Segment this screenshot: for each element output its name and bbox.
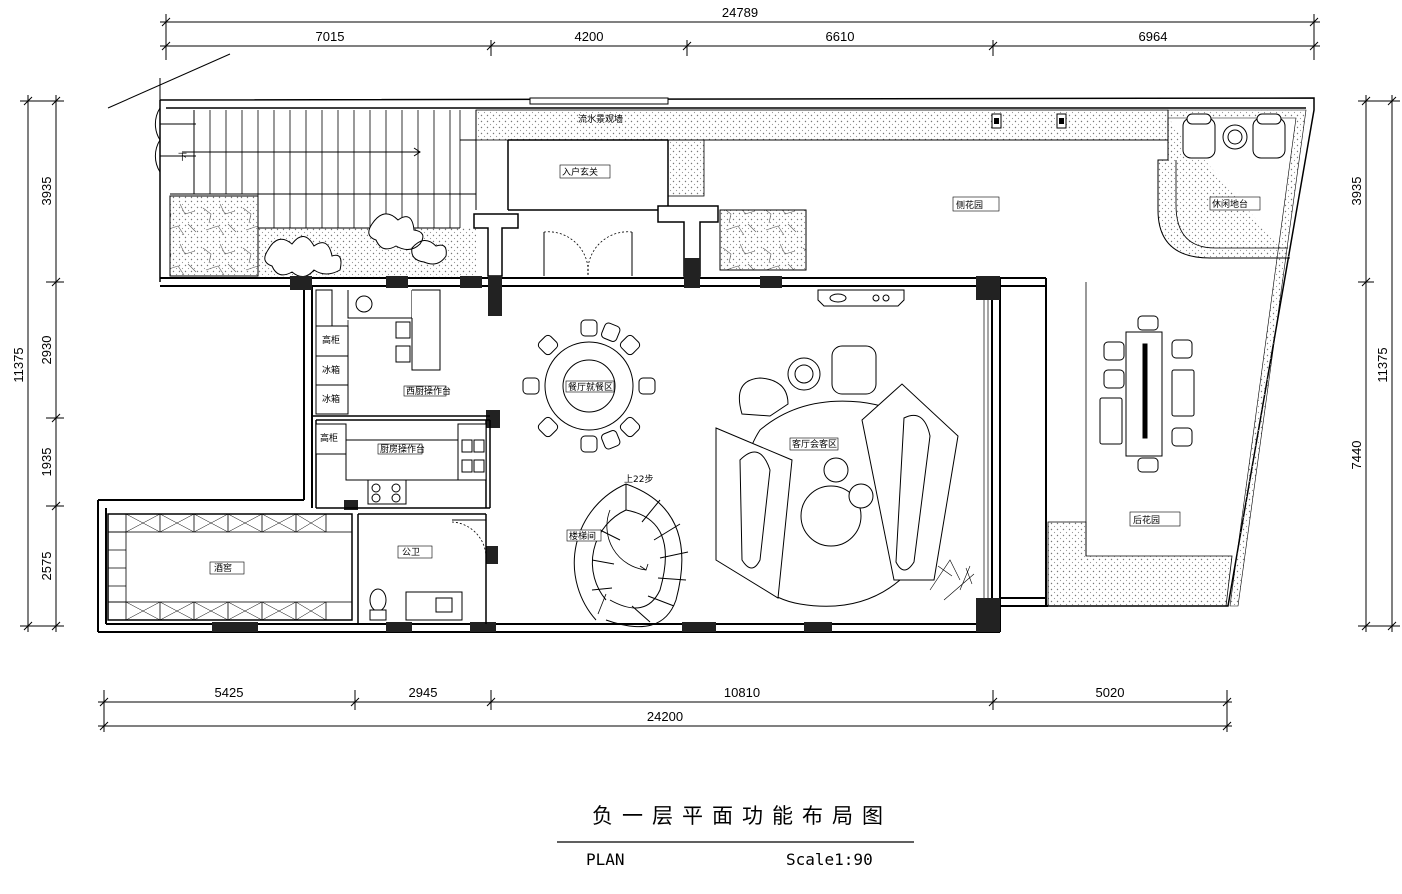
spiral-staircase bbox=[573, 483, 689, 628]
top-dimension-lines bbox=[160, 14, 1320, 60]
left-dimension-2: 2930 bbox=[39, 336, 54, 365]
right-total-dimension: 11375 bbox=[1375, 347, 1390, 382]
kitchen-fixtures bbox=[315, 423, 487, 505]
public-wc-label: 公卫 bbox=[402, 547, 420, 558]
stair-down-label: 下 bbox=[178, 153, 187, 163]
top-dimension-4: 6964 bbox=[1139, 29, 1168, 44]
entrance-double-door bbox=[543, 231, 633, 277]
drawing-title: 负一层平面功能布局图 bbox=[592, 804, 892, 828]
tall-cabinet-label-1: 高柜 bbox=[322, 334, 340, 346]
fridge-label-2: 冰箱 bbox=[322, 393, 340, 405]
wine-racks bbox=[107, 513, 353, 621]
right-dimension-lines bbox=[1358, 95, 1400, 632]
plan-label: PLAN bbox=[586, 850, 625, 869]
wine-rack-x-marks bbox=[125, 513, 327, 621]
bottom-total-dimension: 24200 bbox=[647, 709, 683, 724]
left-total-dimension: 11375 bbox=[11, 347, 26, 382]
west-kitchen-label: 西厨操作台 bbox=[406, 385, 451, 397]
top-dimension-2: 4200 bbox=[575, 29, 604, 44]
top-dimension-1: 7015 bbox=[316, 29, 345, 44]
water-wall-feature bbox=[529, 97, 669, 105]
entry-double-door bbox=[107, 53, 231, 173]
structural-columns bbox=[212, 258, 1000, 632]
west-kitchen-fixtures bbox=[315, 289, 441, 415]
scale-label: Scale1:90 bbox=[786, 850, 873, 869]
entrance-columns bbox=[473, 205, 719, 277]
exterior-stair bbox=[170, 110, 477, 229]
right-dimension-2: 7440 bbox=[1349, 441, 1364, 470]
tall-cabinet-label-2: 高柜 bbox=[320, 432, 338, 444]
outdoor-dining-set bbox=[1099, 315, 1195, 473]
living-room-furniture bbox=[715, 345, 959, 607]
water-wall-strip bbox=[475, 109, 1169, 141]
terrace-furniture bbox=[1182, 113, 1286, 159]
top-total-dimension: 24789 bbox=[722, 5, 758, 20]
entrance-label: 入户玄关 bbox=[562, 166, 598, 178]
garden-shrubs bbox=[264, 213, 447, 277]
wine-cellar-label: 酒窖 bbox=[214, 562, 232, 574]
left-dimension-1: 3935 bbox=[39, 177, 54, 206]
wc-door-swing bbox=[451, 521, 487, 557]
fireplace bbox=[817, 289, 905, 307]
entrance-dotted-column bbox=[667, 139, 705, 197]
left-dimension-3: 1935 bbox=[39, 448, 54, 477]
public-wc-walls bbox=[357, 513, 487, 624]
kitchen-counter-label: 厨房操作台 bbox=[380, 443, 425, 455]
right-dimension-1: 3935 bbox=[1349, 177, 1364, 206]
rock-planter-2 bbox=[719, 209, 807, 271]
water-wall-label: 流水景观墙 bbox=[578, 113, 623, 125]
back-garden-label: 后花园 bbox=[1133, 514, 1160, 526]
stair-up-label: 上22步 bbox=[624, 474, 653, 485]
fridge-label-1: 冰箱 bbox=[322, 364, 340, 376]
bottom-dimension-3: 10810 bbox=[724, 685, 760, 700]
window-glazing bbox=[983, 298, 989, 598]
wc-fixtures bbox=[369, 588, 463, 621]
leisure-terrace-label: 休闲地台 bbox=[1212, 198, 1248, 210]
living-label: 客厅会客区 bbox=[792, 438, 837, 450]
side-garden-label: 侧花园 bbox=[956, 199, 983, 211]
left-dimension-lines bbox=[20, 95, 64, 632]
bottom-dimension-lines bbox=[98, 690, 1232, 732]
indoor-plant bbox=[929, 559, 975, 601]
back-garden-edge bbox=[1047, 521, 1233, 607]
staircase-label: 楼梯间 bbox=[569, 530, 596, 542]
top-dimension-3: 6610 bbox=[826, 29, 855, 44]
bottom-dimension-4: 5020 bbox=[1096, 685, 1125, 700]
bottom-dimension-2: 2945 bbox=[409, 685, 438, 700]
left-dimension-4: 2575 bbox=[39, 552, 54, 581]
rock-planter bbox=[169, 195, 259, 277]
bottom-dimension-1: 5425 bbox=[215, 685, 244, 700]
dining-label: 餐厅就餐区 bbox=[568, 381, 613, 393]
